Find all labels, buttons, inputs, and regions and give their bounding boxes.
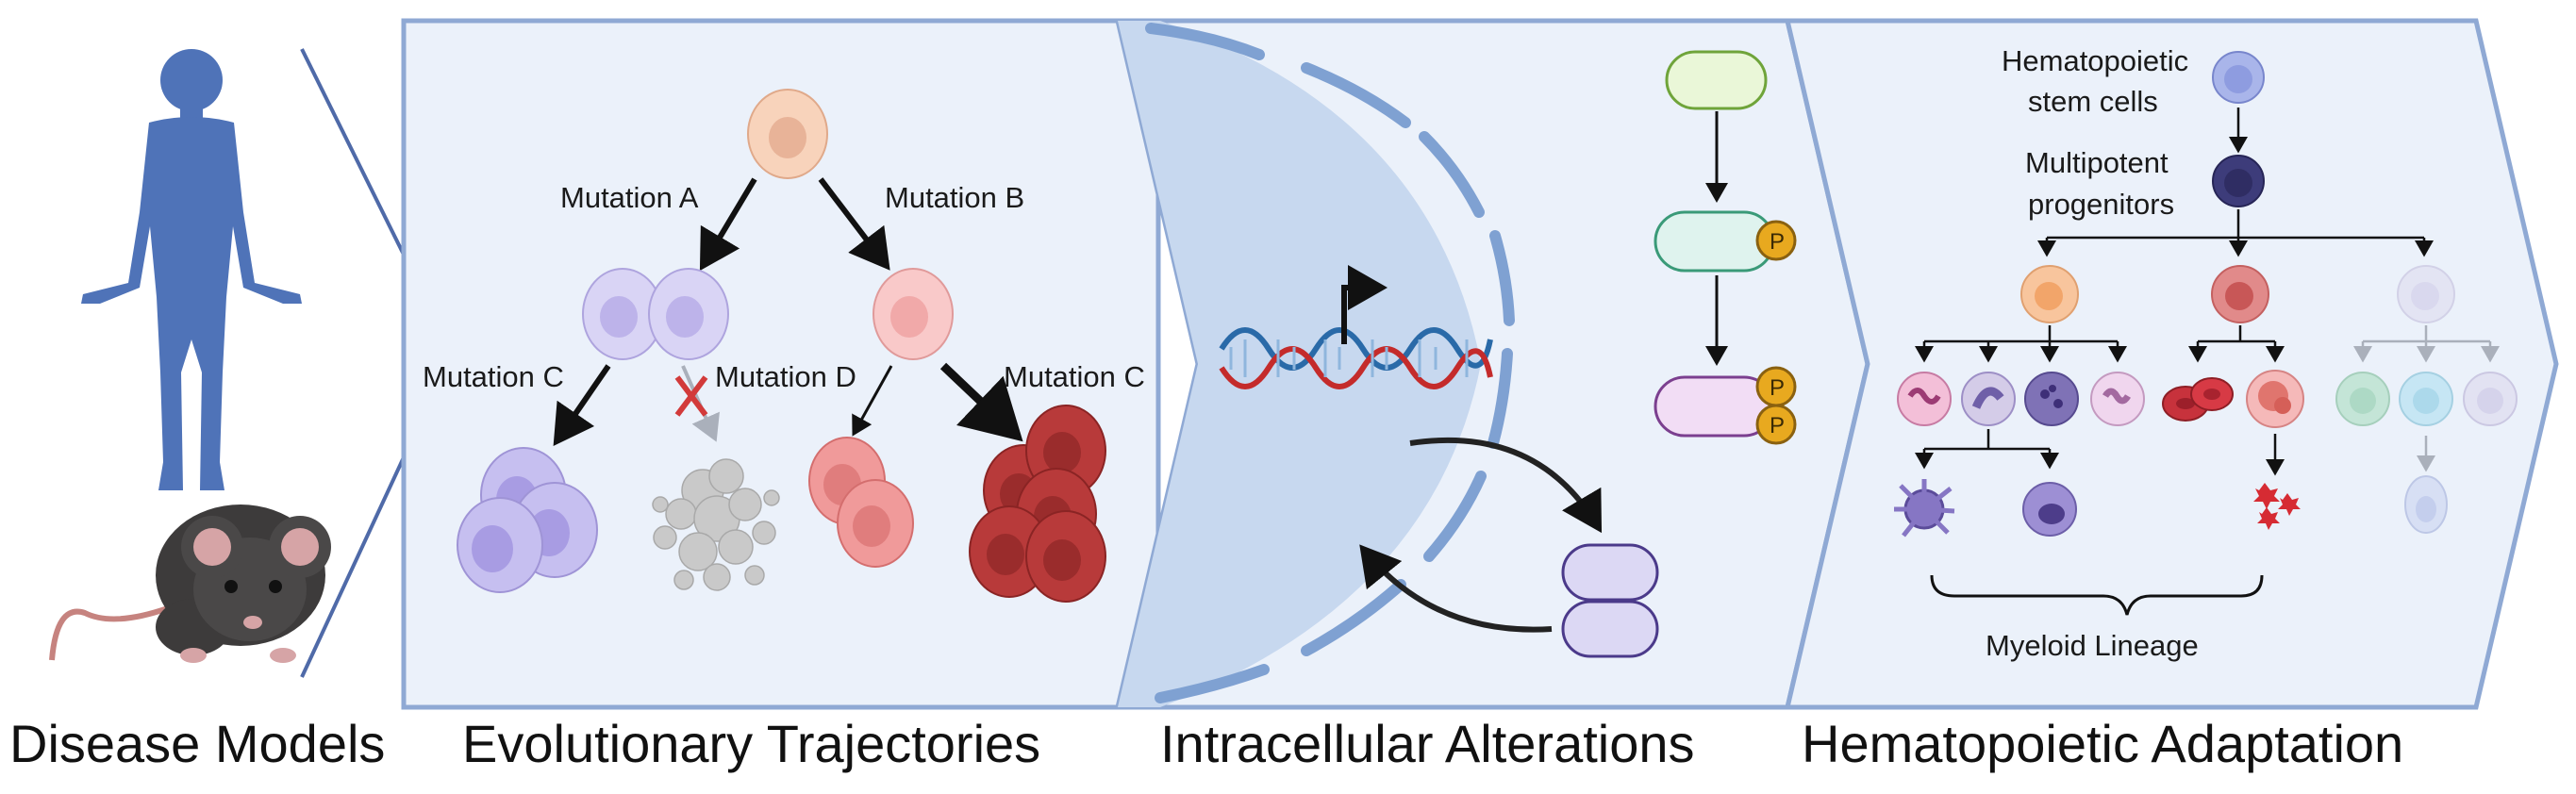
pink-clone — [808, 437, 914, 568]
phospho-group-icon — [1755, 220, 1797, 261]
label-mutation-c-right: Mutation C — [1004, 360, 1145, 393]
purple-cell-pair — [582, 268, 729, 360]
myeloid-brace — [1930, 574, 2264, 616]
label-hsc-2: stem cells — [2028, 85, 2158, 118]
disease-models-title: Disease Models — [9, 714, 385, 773]
nuclear-membrane — [1145, 23, 1515, 703]
phospho-label: P — [1770, 375, 1785, 401]
mouse-icon — [49, 505, 331, 663]
myeloid-branches — [1915, 325, 2127, 363]
label-myeloid-lineage: Myeloid Lineage — [1986, 629, 2199, 662]
protein-double-phosphorylated — [1654, 375, 1775, 438]
hematopoietic-title: Hematopoietic Adaptation — [1802, 714, 2403, 773]
dna-helix-icon — [1219, 265, 1493, 389]
intracellular-title: Intracellular Alterations — [1160, 714, 1695, 773]
hematopoietic-panel-bg — [1784, 18, 2559, 710]
protein-unphosphorylated — [1665, 50, 1768, 110]
phospho-group-icon — [1755, 404, 1797, 445]
founder-cell — [747, 89, 828, 179]
export-arrow — [1409, 438, 1603, 534]
red-blood-cells — [2162, 377, 2234, 422]
label-mpp-2: progenitors — [2028, 188, 2174, 221]
protein-phosphorylated — [1654, 210, 1775, 273]
label-mutation-b: Mutation B — [885, 181, 1024, 214]
arrow-mutation-c-left — [553, 364, 611, 446]
monocyte-branches — [1915, 429, 2059, 470]
dendritic-cell-icon — [1894, 479, 1955, 538]
lineage-tree — [2037, 209, 2434, 257]
label-hsc-1: Hematopoietic — [2002, 44, 2188, 77]
pink-cell — [873, 268, 954, 360]
label-mutation-c-left: Mutation C — [423, 360, 564, 393]
mpp-cell — [2212, 155, 2265, 207]
disease-models-panel: Disease Models — [9, 48, 406, 773]
hsc-cell — [2212, 51, 2265, 104]
import-arrow — [1359, 544, 1553, 633]
purple-clone — [457, 447, 598, 593]
lymphoid-cells — [2335, 372, 2518, 534]
macrophage-cell — [2022, 482, 2077, 537]
signaling-cascade: P P P — [1654, 50, 1797, 445]
granulocyte-cells — [1897, 372, 2145, 426]
zoom-line-top — [300, 48, 406, 256]
phospho-label: P — [1770, 413, 1785, 438]
arrow-mutation-c-right — [939, 362, 1023, 442]
arrow-mutation-b — [818, 177, 890, 271]
apoptotic-cell-debris — [652, 458, 780, 591]
phospho-label: P — [1770, 229, 1785, 255]
arrow-mutation-a — [699, 177, 757, 272]
megakaryocyte-cell — [2246, 370, 2304, 428]
label-mutation-d: Mutation D — [715, 360, 856, 393]
lymphoid-progenitor-cell — [2397, 265, 2455, 323]
lymphoid-branches — [2353, 325, 2500, 472]
label-mpp-1: Multipotent — [2025, 146, 2169, 179]
blocked-x-icon — [674, 375, 708, 417]
myeloid-progenitor-cell — [2020, 265, 2079, 323]
human-figure-icon — [81, 49, 302, 490]
erythroid-branches — [2188, 325, 2285, 476]
arrow-mutation-d — [852, 365, 893, 437]
protein-dimer — [1561, 543, 1659, 658]
zoom-line-bottom — [300, 456, 406, 678]
evolutionary-trajectories: Mutation A Mutation B Mutation C Mutatio… — [423, 89, 1145, 773]
label-mutation-a: Mutation A — [560, 181, 699, 214]
erythroid-progenitor-cell — [2211, 265, 2269, 323]
evolutionary-title: Evolutionary Trajectories — [462, 714, 1040, 773]
red-clone — [969, 405, 1106, 603]
platelets-icon — [2253, 483, 2301, 530]
hematopoietic-adaptation: Hematopoietic stem cells Multipotent pro… — [1802, 44, 2518, 773]
intracellular-alterations: P P P Intracellular Alterations — [1145, 23, 1797, 773]
